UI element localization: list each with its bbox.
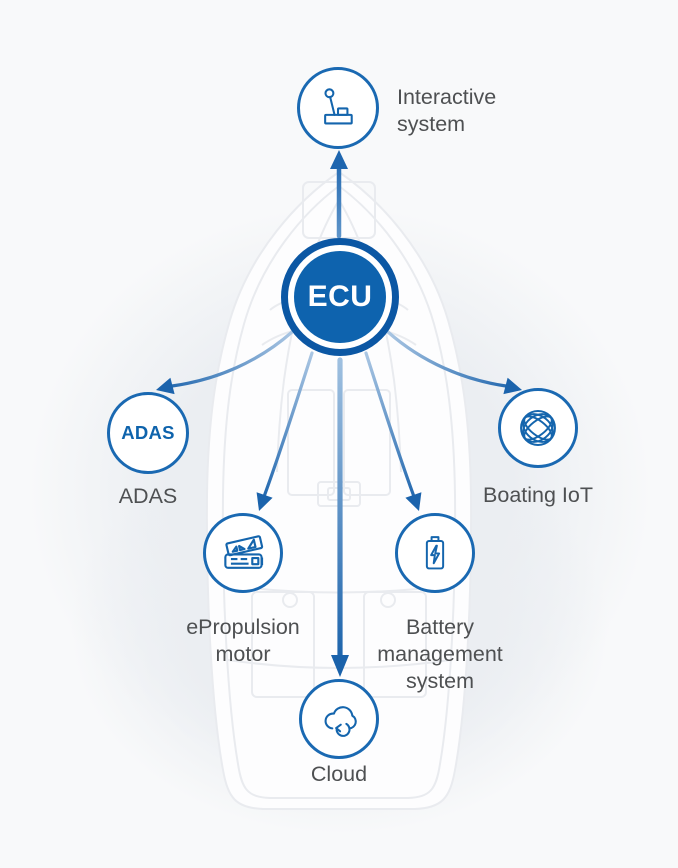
node-boating-iot <box>498 388 578 468</box>
node-adas: ADAS <box>107 392 189 474</box>
adas-badge: ADAS <box>121 422 175 443</box>
arrow-ecu-to-interactive <box>330 150 348 239</box>
globe-icon <box>513 403 563 453</box>
arrow-ecu-to-cloud <box>331 357 349 677</box>
motor-icon <box>217 527 269 579</box>
connector-arrows <box>156 150 522 677</box>
arrow-ecu-to-adas <box>156 330 294 395</box>
label-boating-iot: Boating IoT <box>483 483 593 507</box>
node-battery-management <box>395 513 475 593</box>
label-epropulsion-motor: ePropulsion motor <box>186 615 300 666</box>
ecu-label: ECU <box>294 251 386 343</box>
arrow-ecu-to-battery <box>364 351 422 511</box>
label-adas: ADAS <box>118 484 178 508</box>
label-battery-management: Battery management system <box>377 615 503 693</box>
node-interactive-system <box>297 67 379 149</box>
throttle-icon <box>314 84 362 132</box>
label-cloud: Cloud <box>310 762 368 786</box>
arrow-ecu-to-iot <box>386 330 522 395</box>
node-cloud <box>299 679 379 759</box>
label-interactive-system: Interactive system <box>397 85 497 136</box>
node-epropulsion-motor <box>203 513 283 593</box>
node-ecu: ECU <box>281 238 399 356</box>
battery-icon <box>411 529 459 577</box>
arrow-ecu-to-motor <box>256 351 314 511</box>
cloud-icon <box>314 694 364 744</box>
